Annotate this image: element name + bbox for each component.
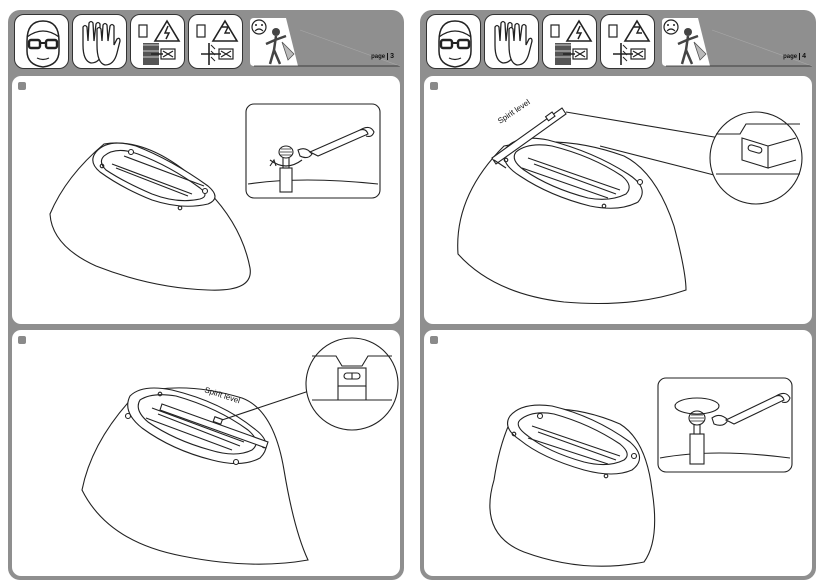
safety-icon-strip: page 4	[420, 10, 816, 74]
step-panel-1	[12, 76, 400, 324]
step-panel-4	[424, 330, 812, 576]
electric-hazard-wall-icon	[542, 14, 597, 69]
instruction-page-4: page 4 Spirit level	[420, 10, 816, 580]
step-badge	[18, 82, 26, 90]
header-divider-line	[254, 29, 401, 67]
gloves-icon	[484, 14, 539, 69]
no-cleaning-icon	[658, 14, 713, 69]
page-number-label: page 4	[783, 53, 806, 60]
step-badge	[430, 336, 438, 344]
header-divider-line	[666, 29, 813, 67]
step-2-illustration: Spirit level	[81, 337, 399, 565]
drilling-hazard-wall-icon	[188, 14, 243, 69]
gloves-icon	[72, 14, 127, 69]
safety-glasses-icon	[14, 14, 69, 69]
electric-hazard-wall-icon	[130, 14, 185, 69]
step-badge	[430, 82, 438, 90]
page-number: 4	[799, 53, 806, 60]
no-cleaning-icon	[246, 14, 301, 69]
step-panel-2: Spirit level	[12, 330, 400, 576]
spirit-level-label: Spirit level	[496, 97, 532, 125]
page-number: 3	[387, 53, 394, 60]
instruction-page-3: page 3	[8, 10, 404, 580]
drilling-hazard-wall-icon	[600, 14, 655, 69]
page-label-text: page	[783, 53, 798, 60]
page-number-label: page 3	[371, 53, 394, 60]
step-1-illustration	[49, 103, 381, 291]
step-panel-3: Spirit level	[424, 76, 812, 324]
step-3-illustration: Spirit level	[457, 97, 803, 305]
step-badge	[18, 336, 26, 344]
page-label-text: page	[371, 53, 386, 60]
step-4-illustration	[489, 377, 793, 567]
safety-glasses-icon	[426, 14, 481, 69]
safety-icon-strip: page 3	[8, 10, 404, 74]
